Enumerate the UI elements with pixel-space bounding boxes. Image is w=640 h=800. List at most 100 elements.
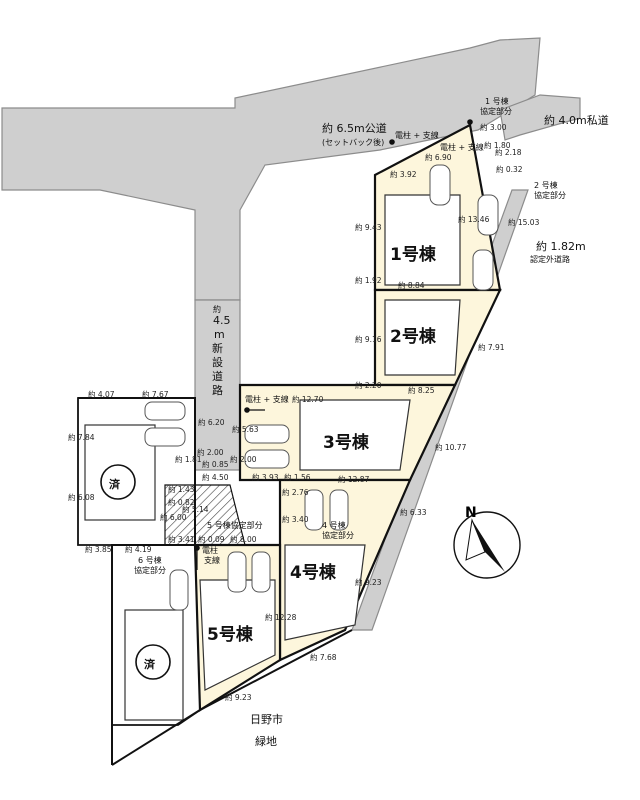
dim-1-92: 約 1.92 xyxy=(355,275,382,285)
pole-icon-2 xyxy=(467,119,473,125)
sold-label-2: 済 xyxy=(144,657,156,671)
new-road-c5: 設 xyxy=(212,355,223,369)
lot-5-label: 5号棟 xyxy=(207,624,254,645)
car-lot1-b xyxy=(477,194,499,236)
compass-north: N xyxy=(465,505,477,521)
dim-12-28: 約 12.28 xyxy=(265,612,297,622)
dim-7-68: 約 7.68 xyxy=(310,652,337,662)
dim-2-00b: 約 2.00 xyxy=(230,454,257,464)
car-lot2 xyxy=(472,249,494,291)
lot-2-label: 2号棟 xyxy=(390,326,437,347)
dim-0-85: 約 0.85 xyxy=(202,459,229,469)
dim-0-09: 約 0.09 xyxy=(198,534,225,544)
dim-6-20: 約 6.20 xyxy=(198,417,225,427)
dim-7-91: 約 7.91 xyxy=(478,342,505,352)
outside-road-note: 認定外道路 xyxy=(530,254,570,264)
dim-3-00: 約 3.00 xyxy=(480,122,507,132)
dim-1-43: 約 1.43 xyxy=(168,484,195,494)
dim-6-90: 約 6.90 xyxy=(425,152,452,162)
private-road xyxy=(499,94,581,141)
new-road-c3: m xyxy=(214,328,225,341)
dim-0-32: 約 0.32 xyxy=(496,164,523,174)
greenland-label-1: 日野市 xyxy=(250,712,283,726)
dim-3-93: 約 3.93 xyxy=(252,472,279,482)
compass-needle-light xyxy=(465,518,486,561)
dim-1-56: 約 1.56 xyxy=(284,472,311,482)
dim-3-85: 約 3.85 xyxy=(85,544,112,554)
dim-8-25: 約 8.25 xyxy=(408,385,435,395)
new-road-c2: 4.5 xyxy=(213,314,231,327)
car-sold-1 xyxy=(144,401,186,421)
new-road-c4: 新 xyxy=(212,341,223,355)
house-3 xyxy=(299,399,411,471)
dim-8-00: 約 8.00 xyxy=(230,534,257,544)
car-lot5-b xyxy=(251,551,271,593)
greenland-label-2: 緑地 xyxy=(255,734,277,748)
dim-13-46: 約 13.46 xyxy=(458,214,490,224)
sold-label-1: 済 xyxy=(109,477,121,491)
note-pole-2: 電柱 + 支線 xyxy=(440,142,484,152)
dim-2-18: 約 2.18 xyxy=(495,147,522,157)
note-lot6-agreement-2: 協定部分 xyxy=(134,565,166,575)
compass-needle-icon xyxy=(472,520,505,572)
house-5 xyxy=(199,579,276,691)
new-road-c7: 路 xyxy=(212,384,223,397)
dim-15-03: 約 15.03 xyxy=(508,217,540,227)
car-lot4-b xyxy=(329,489,349,531)
sold-mark-upper xyxy=(100,464,136,500)
dim-9-16: 約 9.16 xyxy=(355,334,382,344)
dim-7-67: 約 7.67 xyxy=(142,389,169,399)
dim-10-77: 約 10.77 xyxy=(435,442,467,452)
dim-6-00: 約 6.00 xyxy=(160,512,187,522)
car-lot3-b xyxy=(244,449,290,469)
dim-12-70: 約 12.70 xyxy=(292,394,324,404)
note-lot2-agreement-2: 協定部分 xyxy=(534,190,566,200)
note-pole-3: 電柱 + 支線 xyxy=(245,394,289,404)
car-sold-lower xyxy=(169,569,189,611)
dim-9-23a: 約 9.23 xyxy=(355,577,382,587)
dim-0-82: 約 0.82 xyxy=(168,497,195,507)
dim-3-40: 約 3.40 xyxy=(282,514,309,524)
dim-6-33: 約 6.33 xyxy=(400,507,427,517)
dim-7-84: 約 7.84 xyxy=(68,432,95,442)
private-road-label: 約 4.0m私道 xyxy=(544,113,609,127)
house-1 xyxy=(384,194,461,286)
greenland-boundary xyxy=(111,629,353,766)
dim-1-80: 約 1.80 xyxy=(484,140,511,150)
public-road-label: 約 6.5m公道 xyxy=(322,121,387,135)
dim-12-87: 約 12.87 xyxy=(338,474,370,484)
public-road-note: (セットバック後) xyxy=(322,137,384,147)
house-4 xyxy=(284,544,366,641)
dim-2-76: 約 2.76 xyxy=(282,487,309,497)
pole-icon-1 xyxy=(389,139,395,145)
lot-3-label: 3号棟 xyxy=(323,432,370,453)
new-road-c6: 道 xyxy=(212,369,223,383)
lot-1-label: 1号棟 xyxy=(390,244,437,265)
note-lot1-agreement-2: 協定部分 xyxy=(480,106,512,116)
public-road xyxy=(1,37,541,301)
note-pole-4b: 支線 xyxy=(204,555,220,565)
site-boundary xyxy=(78,397,196,765)
dim-2-20: 約 2.20 xyxy=(355,380,382,390)
outside-road-label: 約 1.82m xyxy=(536,239,586,253)
house-2 xyxy=(384,299,461,376)
car-lot5-a xyxy=(227,551,247,593)
car-lot1 xyxy=(429,164,451,206)
note-lot4-agreement-1: 4 号棟 xyxy=(322,520,346,530)
dim-3-92: 約 3.92 xyxy=(390,169,417,179)
note-pole-4a: 電柱 xyxy=(202,545,218,555)
car-lot4-a xyxy=(304,489,324,531)
dim-5-14: 約 5.14 xyxy=(182,504,209,514)
car-lot3-a xyxy=(244,424,290,444)
dim-1-81: 約 1.81 xyxy=(175,454,202,464)
dim-4-50: 約 4.50 xyxy=(202,472,229,482)
note-lot6-agreement-1: 6 号棟 xyxy=(138,555,162,565)
dim-4-19: 約 4.19 xyxy=(125,544,152,554)
note-lot2-agreement-1: 2 号棟 xyxy=(534,180,558,190)
note-lot4-agreement-2: 協定部分 xyxy=(322,530,354,540)
note-lot1-agreement-1: 1 号棟 xyxy=(485,96,509,106)
dim-5-63: 約 5.63 xyxy=(232,424,259,434)
dim-8-84: 約 8.84 xyxy=(398,280,425,290)
